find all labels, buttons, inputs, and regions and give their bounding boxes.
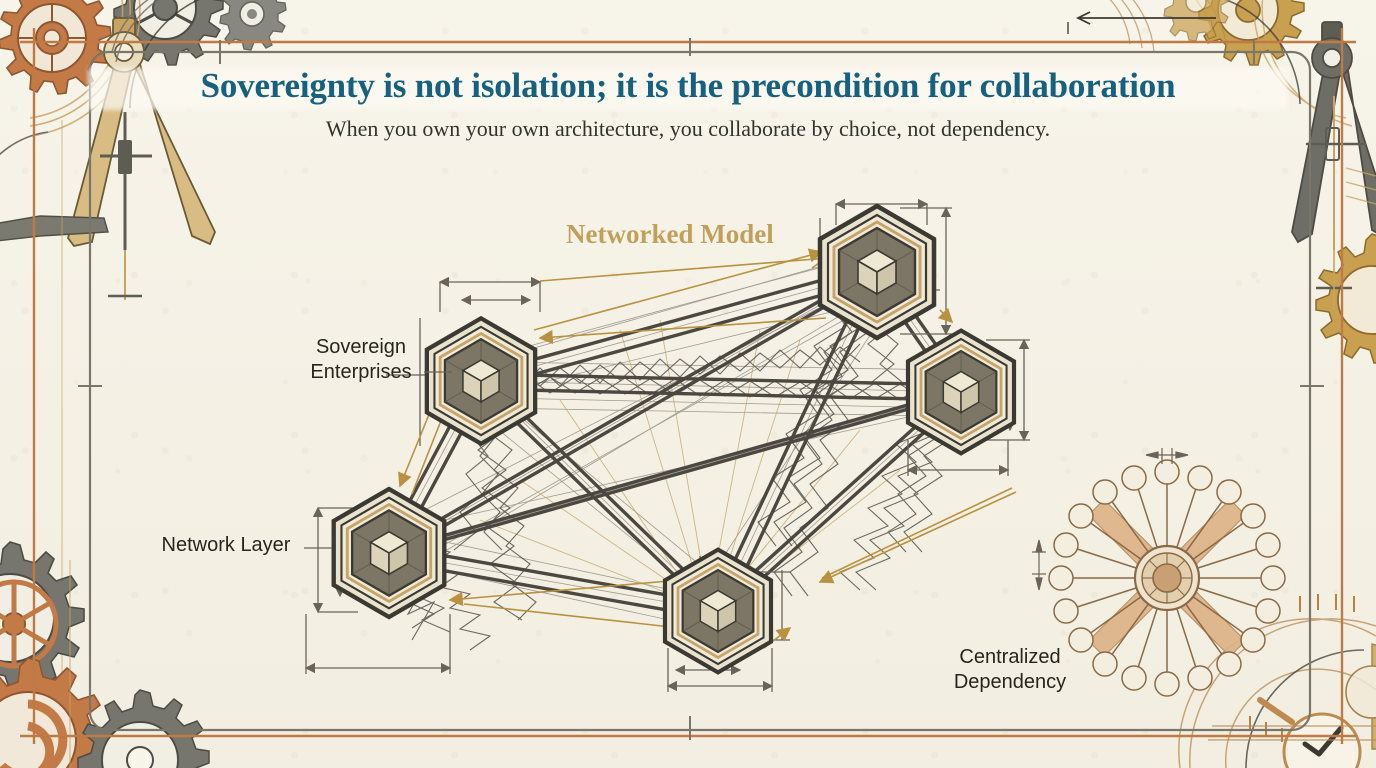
accent-arrows bbox=[398, 248, 1017, 649]
edge-group bbox=[380, 263, 971, 651]
compass-icon-top-left bbox=[67, 17, 216, 300]
frame-inner-line bbox=[88, 50, 1312, 732]
frame-arrow-icon bbox=[1075, 11, 1216, 25]
hub-center bbox=[1133, 544, 1201, 612]
decor-arc-left-top bbox=[111, 0, 160, 63]
decor-arc-dark-bottom-right bbox=[1245, 649, 1365, 768]
decor-lines-bottom-right bbox=[1208, 725, 1376, 741]
node-lower-left[interactable] bbox=[334, 489, 445, 617]
decor-rule-top-left bbox=[0, 215, 109, 242]
gear-icon-bottom-right bbox=[1345, 643, 1376, 750]
decor-lines-right bbox=[1345, 167, 1376, 205]
gear-icon-bottom-left-gray bbox=[0, 541, 85, 691]
diagram-heading: Networked Model bbox=[566, 219, 774, 249]
edge-web-thin bbox=[377, 253, 976, 629]
label-leader-lines bbox=[304, 371, 452, 549]
gear-icon-top-left-small bbox=[219, 0, 287, 51]
dimension-lines bbox=[304, 198, 1030, 692]
gear-icon-right-gold bbox=[1315, 233, 1376, 364]
label-network-layer: Network Layer bbox=[161, 534, 291, 556]
node-upper-left[interactable] bbox=[427, 318, 535, 443]
decor-ticks-bottom-right bbox=[1249, 594, 1355, 742]
title-backdrop bbox=[88, 68, 1288, 110]
accent-rays bbox=[479, 319, 901, 599]
gear-icon-top-left-gray bbox=[113, 0, 224, 66]
node-right[interactable] bbox=[908, 331, 1014, 454]
decor-curves-top-right bbox=[1195, 0, 1227, 43]
decor-arcs-bottom-right bbox=[1178, 618, 1376, 768]
gear-icon-bottom-left-spiral bbox=[0, 657, 109, 768]
magnifier-icon-bottom-right bbox=[1257, 697, 1362, 768]
page-title: Sovereignty is not isolation; it is the … bbox=[200, 66, 1176, 105]
decor-arcs-top-center bbox=[1109, 0, 1155, 53]
gear-icon-top-center bbox=[1163, 0, 1230, 42]
gear-icon-top-right-gold bbox=[1198, 0, 1305, 66]
gear-icon-bottom-left-copper-ring bbox=[0, 579, 59, 669]
node-top-right[interactable] bbox=[820, 206, 934, 338]
hub-dimension-ticks bbox=[1032, 448, 1189, 591]
hub-bars bbox=[1088, 499, 1246, 657]
hub-spokes bbox=[1048, 459, 1286, 697]
label-centralized-dependency: Centralized Dependency bbox=[953, 646, 1067, 693]
label-sovereign-enterprises: Sovereign Enterprises bbox=[310, 336, 412, 383]
gear-icon-bottom-center-gray bbox=[77, 689, 210, 768]
page-subtitle: When you own your own architecture, you … bbox=[325, 116, 1051, 141]
node-bottom[interactable] bbox=[665, 550, 771, 673]
